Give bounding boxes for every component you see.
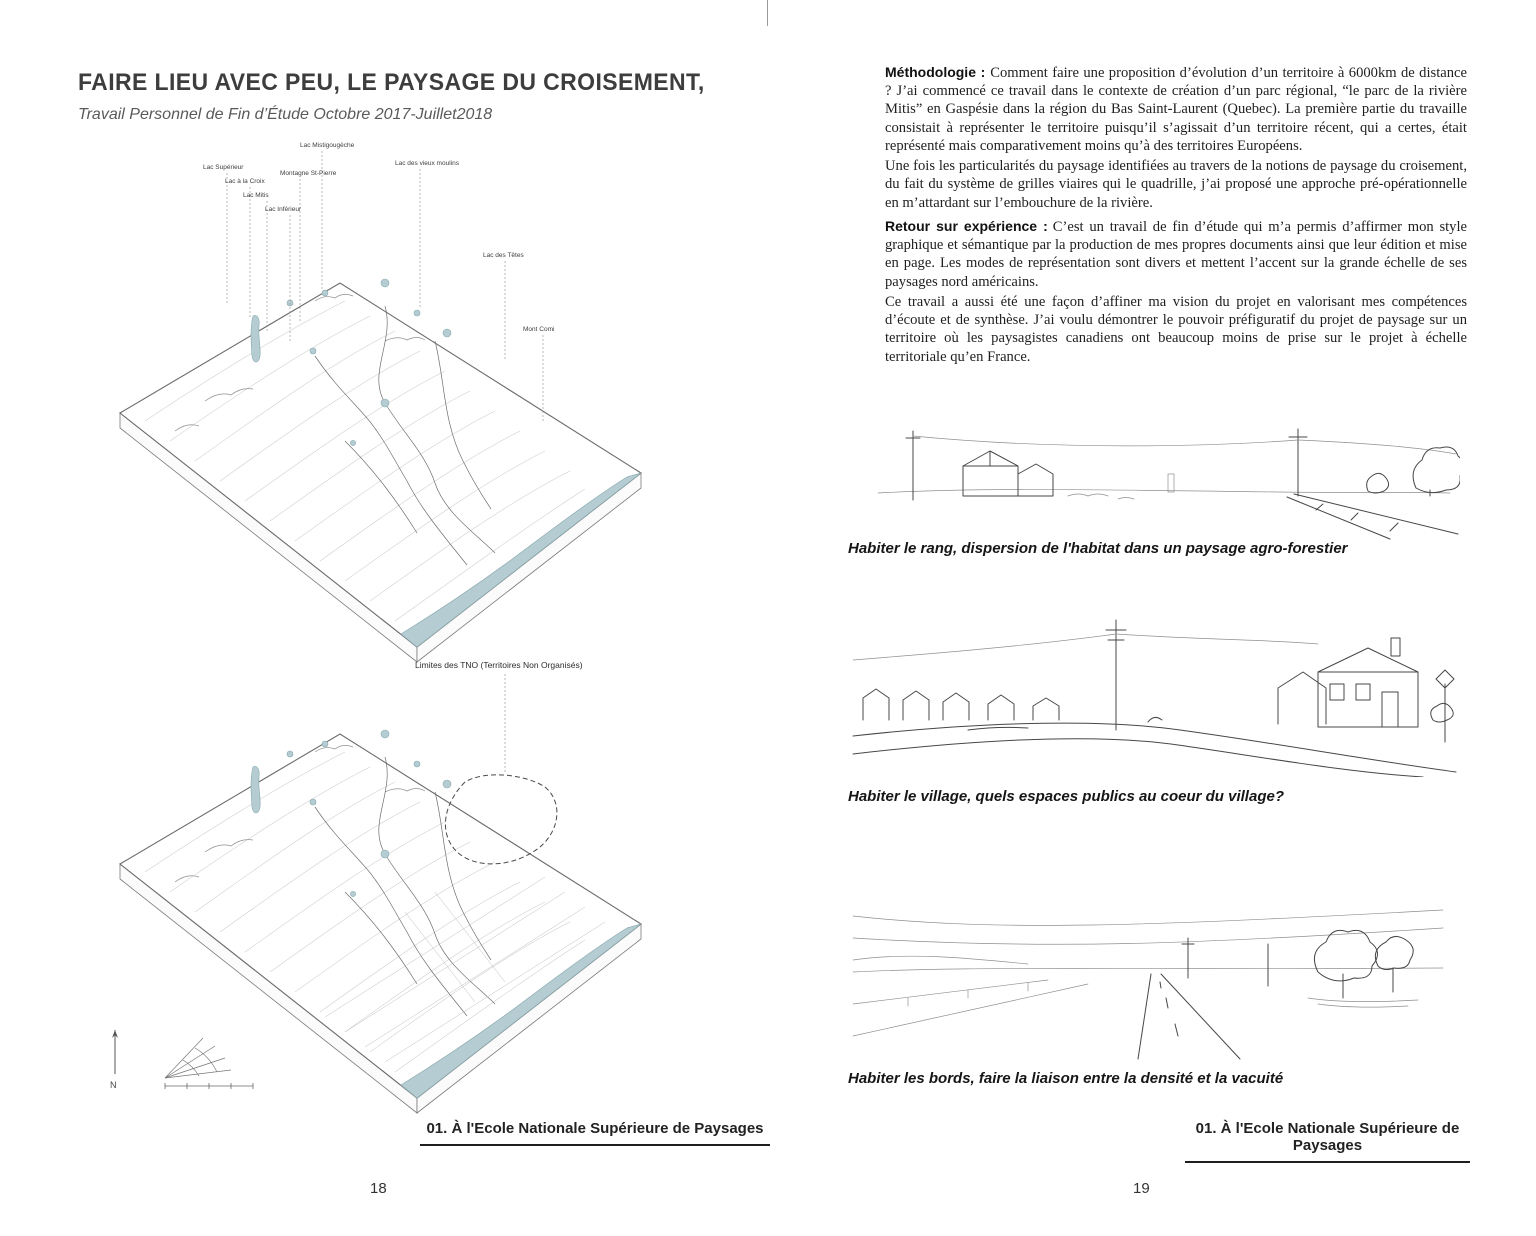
paragraph-lead: Méthodologie : xyxy=(885,64,986,80)
paragraph-text: C’est un travail de fin d’étude qui m’a … xyxy=(885,218,1468,290)
map-label: Lac Inférieur xyxy=(265,206,302,213)
page-subtitle: Travail Personnel de Fin d’Étude Octobre… xyxy=(78,106,493,123)
field-lines xyxy=(852,979,1089,1037)
barn-drawing xyxy=(962,450,1054,497)
road-curve xyxy=(852,722,1457,777)
house-row-left xyxy=(862,688,1060,721)
map-label: Mont Comi xyxy=(523,326,554,333)
sketch-rang xyxy=(877,428,1460,540)
right-footer-caption: 01. À l'Ecole Nationale Supérieure de Pa… xyxy=(1185,1120,1470,1163)
utility-pole xyxy=(1105,619,1127,731)
bushes xyxy=(1147,702,1454,723)
road-perspective xyxy=(1137,973,1241,1060)
fold-mark xyxy=(767,0,768,26)
tree-cluster xyxy=(1366,446,1460,497)
sketch-caption-rang: Habiter le rang, dispersion de l'habitat… xyxy=(848,540,1348,557)
sketch-caption-village: Habiter le village, quels espaces public… xyxy=(848,788,1284,805)
map-label: Lac des Têtes xyxy=(483,252,524,259)
sky-wire-1 xyxy=(852,909,1444,926)
distant-hills xyxy=(852,955,1029,965)
paragraph-text: Une fois les particularités du paysage i… xyxy=(885,158,1467,211)
map2-grid xyxy=(324,876,606,1063)
paragraph-methodologie: Méthodologie :Comment faire une proposit… xyxy=(885,64,1467,155)
paragraph-text: Comment faire une proposition d’évolutio… xyxy=(885,65,1467,154)
wire-left xyxy=(852,633,1117,661)
map-label: Lac Supérieur xyxy=(203,164,244,171)
north-arrow-and-scale: N xyxy=(110,1030,254,1090)
map1-labels: Lac Supérieur Lac à la Croix Lac Mitis M… xyxy=(203,142,554,333)
map-label: Lac des vieux moulins xyxy=(395,160,460,167)
scale-fan xyxy=(164,1037,232,1079)
page-title: FAIRE LIEU AVEC PEU, LE PAYSAGE DU CROIS… xyxy=(78,68,705,96)
map1-leader-lines xyxy=(226,151,544,421)
axonometric-map-1: Lac Supérieur Lac à la Croix Lac Mitis M… xyxy=(119,142,642,663)
left-footer-caption: 01. À l'Ecole Nationale Supérieure de Pa… xyxy=(420,1120,770,1146)
map-label: Montagne St-Pierre xyxy=(280,170,337,177)
map-label: Lac à la Croix xyxy=(225,178,265,185)
right-page-number: 19 xyxy=(1133,1180,1150,1197)
field-scribbles xyxy=(1067,473,1175,500)
house-mid xyxy=(1277,671,1327,725)
power-pole-right xyxy=(1288,428,1308,497)
power-pole-left xyxy=(905,430,921,501)
sketch-caption-bords: Habiter les bords, faire la liaison entr… xyxy=(848,1070,1284,1087)
methodology-text-block: Méthodologie :Comment faire une proposit… xyxy=(885,64,1467,368)
paragraph: Une fois les particularités du paysage i… xyxy=(885,157,1467,212)
tree-row xyxy=(1307,929,1419,1008)
sketch-bords xyxy=(852,909,1444,1060)
left-page-number: 18 xyxy=(370,1180,387,1197)
paragraph: Ce travail a aussi été une façon d’affin… xyxy=(885,293,1467,366)
sky-wire-2 xyxy=(852,927,1444,945)
axonometric-map-2: Limites des TNO (Territoires Non Organis… xyxy=(119,660,642,1114)
roadside-poles xyxy=(1181,937,1269,987)
road-sign xyxy=(1435,669,1455,743)
sketch-village xyxy=(852,619,1457,777)
paragraph-lead: Retour sur expérience : xyxy=(885,217,1048,234)
wire-right xyxy=(1115,633,1319,645)
tno-label: Limites des TNO (Territoires Non Organis… xyxy=(415,660,583,670)
road-drawing xyxy=(1286,493,1459,540)
horizon-line xyxy=(852,967,1444,973)
power-line xyxy=(912,435,1457,455)
map-label: Lac Mistigougèche xyxy=(300,142,355,149)
paragraph-text: Ce travail a aussi été une façon d’affin… xyxy=(885,293,1467,365)
compass-label: N xyxy=(110,1080,117,1090)
map-label: Lac Mitis xyxy=(243,192,269,199)
paragraph-retour: Retour sur expérience :C’est un travail … xyxy=(885,218,1467,291)
big-house xyxy=(1317,637,1419,728)
scale-bar xyxy=(164,1083,254,1089)
